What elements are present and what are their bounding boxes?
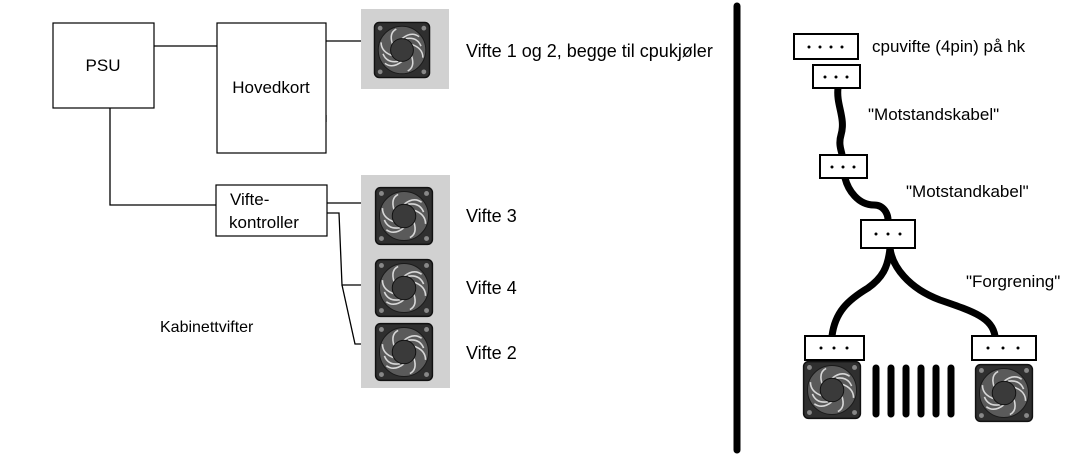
connector-plug-icon: [819, 154, 868, 179]
fan-icon: [974, 363, 1034, 423]
left-diagram: PSU Hovedkort Vifte- kontroller Vifte 1 …: [52, 9, 713, 388]
splitter-cable-left: [828, 244, 894, 340]
motherboard-label: Hovedkort: [232, 78, 310, 97]
psu-box: [52, 22, 155, 109]
connector-plug-icon: [860, 219, 916, 249]
fan-controller-label-line2: kontroller: [229, 213, 299, 232]
wire-psu-fan-controller: [109, 108, 216, 206]
resistor-cable-1: [834, 84, 846, 159]
resistor-cable-2-label: "Motstandkabel": [906, 182, 1029, 201]
fan-1-2-label: Vifte 1 og 2, begge til cpukjøler: [466, 41, 713, 61]
fan-icon: [374, 322, 434, 382]
motherboard-box: [216, 22, 327, 154]
connector-plug-icon: [812, 64, 861, 89]
resistor-cable-1-label: "Motstandskabel": [868, 105, 999, 124]
fan-controller-label-line1: Vifte-: [230, 190, 269, 209]
fan-icon: [373, 21, 431, 79]
connector-plug-icon: [804, 335, 865, 361]
splitter-label: "Forgrening": [966, 272, 1060, 291]
fan-icon: [802, 360, 862, 420]
right-diagram: cpuvifte (4pin) på hk "Motstandskabel" "…: [793, 33, 1060, 423]
wire-controller-fan-4: [327, 212, 376, 286]
fan-4-label: Vifte 4: [466, 278, 517, 298]
resistor-cable-2: [841, 174, 892, 224]
fan-3-label: Vifte 3: [466, 206, 517, 226]
psu-label: PSU: [86, 56, 121, 75]
cpu-fan-header-plug: [793, 33, 859, 60]
connector-plug-icon: [971, 335, 1037, 361]
fan-controller-box: [215, 184, 328, 237]
heatsink-icon: [872, 364, 955, 418]
fan-icon: [374, 186, 434, 246]
fan-2-label: Vifte 2: [466, 343, 517, 363]
fan-icon: [374, 258, 434, 318]
cpu-fan-header-label: cpuvifte (4pin) på hk: [872, 37, 1026, 56]
splitter-cable-right: [886, 244, 999, 340]
case-fans-label: Kabinettvifter: [160, 319, 254, 336]
